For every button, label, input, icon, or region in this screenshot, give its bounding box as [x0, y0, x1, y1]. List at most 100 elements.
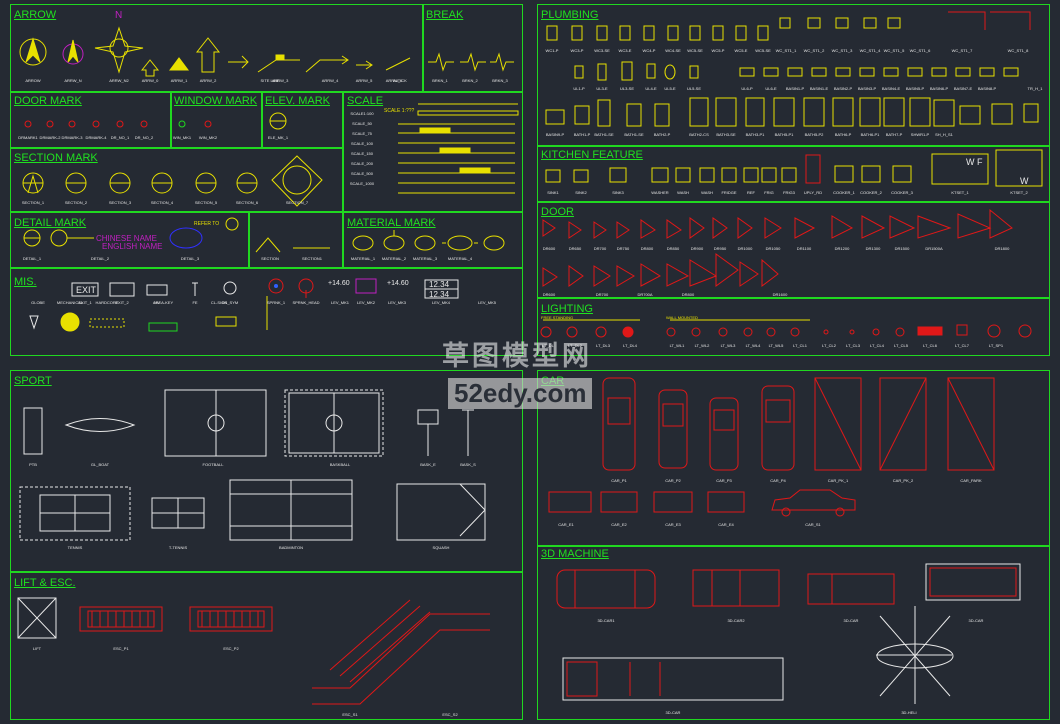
symbol-label-door-r2: DR800	[681, 292, 695, 297]
symbol-label-door-r2: DR1600	[772, 292, 788, 297]
header-arrow: ARROW	[14, 9, 57, 21]
header-scale: SCALE	[347, 95, 384, 107]
symbol-label-break: BRKN_2	[462, 78, 478, 83]
symbol-label-plumbing-r2: BASIN6-P	[929, 86, 949, 91]
symbol-label-door-mark: DRMARK-3	[61, 135, 83, 140]
symbol-label-machine: 3D-CAR	[665, 710, 681, 715]
symbol-label-lighting: LT_SP1	[988, 343, 1004, 348]
symbol-label-plumbing-r2: BASIN8-P	[977, 86, 997, 91]
symbol-label-lift: ESC_S2	[442, 712, 458, 717]
symbol-label-material: MATERIAL_3	[412, 256, 438, 261]
symbol-label-kitchen: COOKER_1	[833, 190, 855, 195]
symbol-label-plumbing-r3: BATH3-SE	[716, 132, 736, 137]
symbol-label-break: BRKN_1	[432, 78, 448, 83]
scale-row-label: SCALE_75	[352, 131, 372, 136]
symbol-label-window-mark: WIN_MK1	[172, 135, 192, 140]
frame-lighting	[537, 298, 1050, 356]
detail-chinese-name: CHINESE NAME	[96, 234, 157, 243]
symbol-label-kitchen: SINK1	[547, 190, 559, 195]
symbol-label-machine: 3D-CAR1	[597, 618, 615, 623]
frame-sport	[10, 370, 523, 572]
symbol-label-plumbing-r2: BASIN7-E	[953, 86, 973, 91]
symbol-label-section: SECTION_7	[285, 200, 309, 205]
symbol-label-plumbing-r2: UL5-E	[664, 86, 676, 91]
symbol-label-break: BRKN_3	[492, 78, 508, 83]
symbol-label-plumbing-r3: BATH5-P1	[774, 132, 794, 137]
symbol-label-door-r1: DR1500A	[925, 246, 943, 251]
symbol-label-mis: CL-SIGN	[210, 300, 228, 305]
symbol-label-plumbing-r3: BATH1-P	[573, 132, 591, 137]
symbol-label-plumbing-r2: BASIN2-P	[833, 86, 853, 91]
header-plumbing: PLUMBING	[541, 9, 599, 21]
symbol-label-plumbing-r3: BATH1-SE	[594, 132, 614, 137]
north-label: N	[115, 10, 123, 21]
symbol-label-lift: ESC_P1	[113, 646, 129, 651]
symbol-label-door-r1: DR950	[713, 246, 727, 251]
header-kitchen: KITCHEN FEATURE	[541, 149, 643, 161]
symbol-label-plumbing-r3: BATH6-P1	[860, 132, 880, 137]
symbol-label-plumbing-r2: BASIN1-E	[809, 86, 829, 91]
symbol-label-door-r1: DR1500	[894, 246, 910, 251]
symbol-label-lighting: LT_WL5	[768, 343, 784, 348]
symbol-label-arrow: SITE LINE	[260, 78, 280, 83]
symbol-label-plumbing-r1: WC5-SE	[687, 48, 703, 53]
header-section-mark: SECTION MARK	[14, 152, 98, 164]
symbol-label-mis: SPRNK_1	[266, 300, 286, 305]
material-mark-symbols	[352, 230, 505, 251]
symbol-label-machine: 3D-HELI	[901, 710, 917, 715]
symbol-label-arrow: ARRW_6	[385, 78, 403, 83]
header-material-mark: MATERIAL MARK	[347, 217, 436, 229]
symbol-label-detail: DETAIL_3	[180, 256, 200, 261]
symbol-label-arrow: ARROW	[25, 78, 41, 83]
kitchen-wf-label: W F	[966, 157, 983, 167]
symbol-label-plumbing-r1: WC_ST1_1	[775, 48, 797, 53]
symbol-label-mis: AREA-KEY	[152, 300, 174, 305]
symbol-label-lighting: LT_DL	[542, 343, 554, 348]
symbol-label-lighting: LT_DL3	[596, 343, 610, 348]
symbol-label-lighting: LT_WL1	[669, 343, 685, 348]
symbol-label-arrow: ARRW_0	[141, 78, 159, 83]
symbol-label-plumbing-r1: WC5-P	[711, 48, 725, 53]
watermark-cn: 草图模型网	[442, 341, 592, 372]
header-3d-machine: 3D MACHINE	[541, 548, 609, 560]
header-door: DOOR	[541, 206, 574, 218]
symbol-label-plumbing-r1: WC_ST1_7	[951, 48, 973, 53]
frame-door-mark	[10, 92, 171, 148]
header-mis: MIS.	[14, 276, 37, 288]
scale-row-label: SCALE_200	[350, 161, 374, 166]
symbol-label-sport: BASK_S	[460, 462, 476, 467]
scale-row-label: SCALE_100	[350, 141, 374, 146]
symbol-label-plumbing-r3: SHWR1-P	[910, 132, 930, 137]
symbol-label-plumbing-r2: BASIN1-P	[785, 86, 805, 91]
symbol-label-door-r1: DR900	[690, 246, 704, 251]
frame-mis	[10, 268, 523, 356]
header-door-mark: DOOR MARK	[14, 95, 82, 107]
level-mark-2: +14.60	[387, 280, 409, 287]
symbol-label-plumbing-r1: WC3-P	[570, 48, 584, 53]
door-mark-symbols	[24, 120, 212, 128]
scale-row-label: SCALE_1000	[349, 181, 375, 186]
symbol-label-plumbing-r1: WC1-P	[545, 48, 559, 53]
level-mark-1: +14.60	[328, 280, 350, 287]
symbol-label-mis: EXIT_1	[78, 300, 92, 305]
symbol-label-sport: BASK_E	[420, 462, 436, 467]
machine-symbols	[556, 563, 1021, 704]
symbol-label-arrow: ARRW_5	[355, 78, 373, 83]
symbol-label-plumbing-r2: UL5-SE	[686, 86, 702, 91]
symbol-label-mis: EXIT_2	[115, 300, 129, 305]
symbol-label-door-mark: DRMARK-2	[39, 135, 61, 140]
symbol-label-plumbing-r2: BASIN5-P	[905, 86, 925, 91]
symbol-label-plumbing-r1: WC_ST1_2	[803, 48, 825, 53]
frame-lift	[10, 572, 523, 720]
symbol-label-kitchen: WASH	[701, 190, 713, 195]
symbol-label-car: CAR_P3	[716, 478, 732, 483]
mis-symbols	[29, 278, 459, 332]
symbol-label-sport: FOOTBALL	[202, 462, 224, 467]
header-window-mark: WINDOW MARK	[174, 95, 258, 107]
symbol-label-sport: BADMINTON	[279, 545, 303, 550]
frame-window-mark	[171, 92, 262, 148]
symbol-label-kitchen: FRIDGE	[721, 190, 737, 195]
symbol-label-material: MATERIAL_2	[381, 256, 407, 261]
symbol-label-car: CAR_S1	[805, 522, 821, 527]
